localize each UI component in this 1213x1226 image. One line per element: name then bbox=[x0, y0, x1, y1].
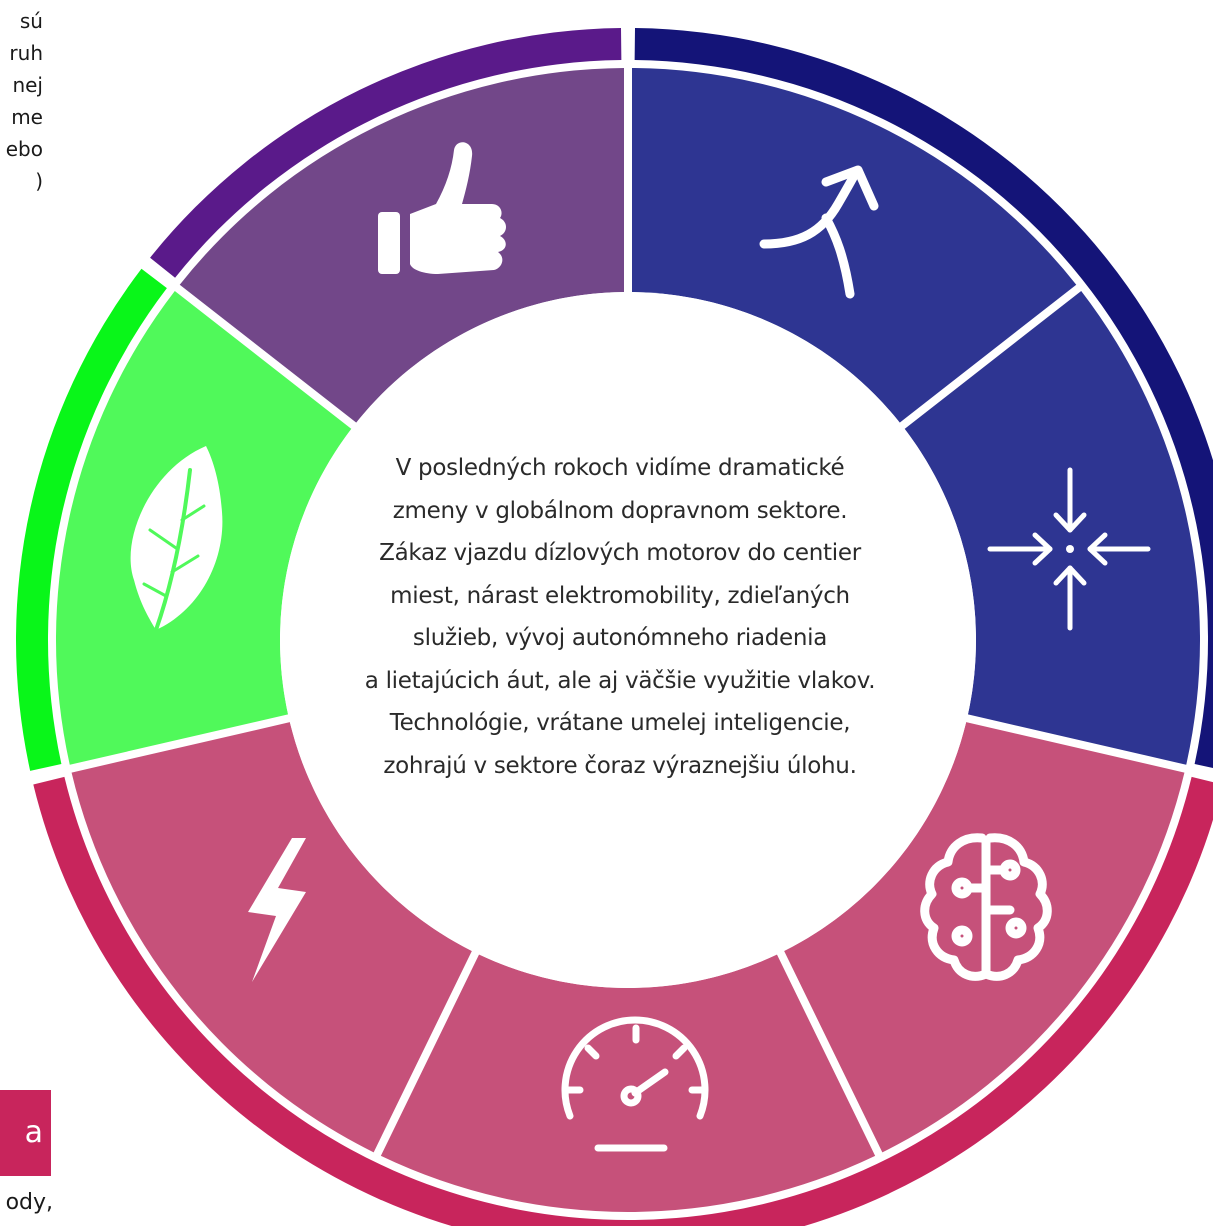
center-description: V posledných rokoch vidíme dramatické zm… bbox=[300, 447, 940, 787]
converge-arrows-icon bbox=[987, 467, 1151, 631]
center-text-line: zmeny v globálnom dopravnom sektore. bbox=[392, 497, 848, 524]
left-text-line: nej bbox=[12, 73, 43, 97]
merge-arrow-icon bbox=[759, 165, 879, 299]
speedometer-icon bbox=[561, 1016, 709, 1152]
center-text-line: zohrajú v sektore čoraz výraznejšiu úloh… bbox=[383, 752, 857, 779]
leaf-icon bbox=[130, 446, 223, 632]
left-text-line: ruh bbox=[9, 41, 43, 65]
segment-speedometer bbox=[380, 954, 876, 1213]
ai-brain-icon bbox=[920, 833, 1052, 981]
center-text-line: Technológie, vrátane umelej inteligencie… bbox=[389, 710, 851, 736]
ring-arc bbox=[150, 28, 622, 278]
segment-thumbs-up bbox=[179, 68, 625, 423]
left-body-text: sú ruh nej me ebo ) bbox=[0, 5, 43, 197]
left-text-line: me bbox=[11, 105, 43, 129]
left-text-line: sú bbox=[19, 9, 43, 33]
center-text-line: miest, nárast elektromobility, zdieľanýc… bbox=[390, 582, 850, 609]
left-text-line: ) bbox=[35, 169, 43, 193]
outer-ring bbox=[16, 28, 1213, 1226]
center-text-line: Zákaz vjazdu dízlových motorov do centie… bbox=[379, 540, 861, 566]
left-heading-tag: a bbox=[0, 1090, 51, 1176]
center-circle bbox=[280, 292, 976, 988]
center-text-line: a lietajúcich áut, ale aj väčšie využiti… bbox=[364, 667, 876, 694]
segment-merge-arrow bbox=[632, 68, 1077, 423]
left-bottom-text: ody, bbox=[5, 1190, 53, 1215]
center-text-line: V posledných rokoch vidíme dramatické bbox=[395, 455, 845, 481]
ring-arc bbox=[16, 268, 167, 771]
segment-converge-arrows bbox=[904, 291, 1201, 765]
center-text-line: služieb, vývoj autonómneho riadenia bbox=[412, 625, 828, 651]
segment-icons bbox=[130, 142, 1151, 1152]
lightning-bolt-icon bbox=[248, 838, 306, 982]
left-text-line: ebo bbox=[5, 137, 43, 161]
thumbs-up-icon bbox=[378, 142, 506, 274]
